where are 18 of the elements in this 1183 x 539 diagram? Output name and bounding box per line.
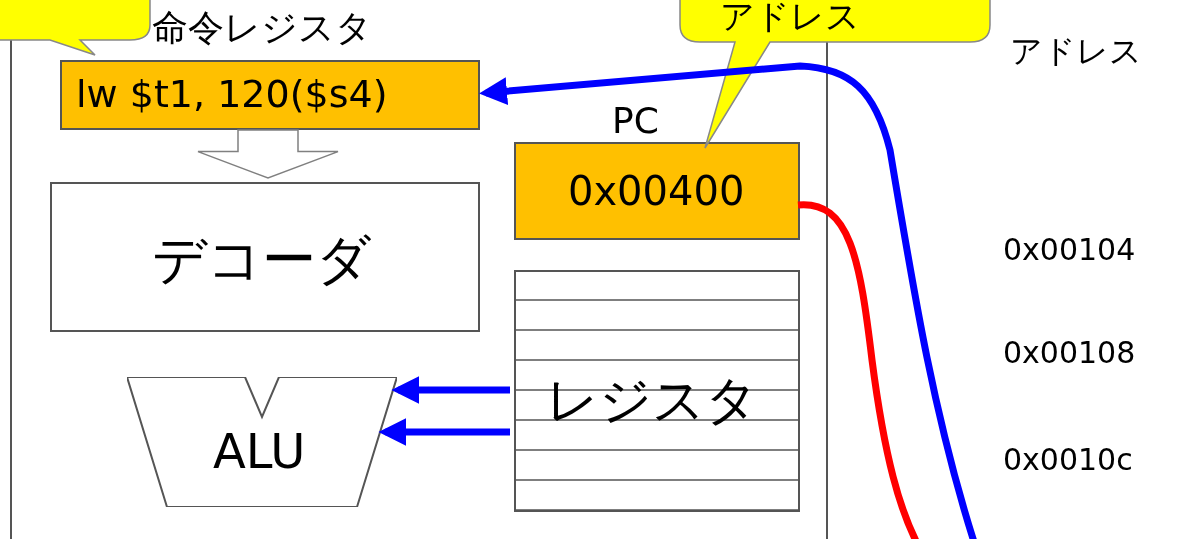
alu-shape bbox=[127, 377, 397, 507]
register-value: 0x00400 bbox=[568, 168, 745, 214]
callout-text: アドレス bbox=[720, 0, 860, 38]
memory-heading: アドレス bbox=[1010, 31, 1142, 72]
register-title: PC bbox=[612, 100, 659, 141]
register-title: 命令レジスタ bbox=[152, 6, 372, 50]
register-file bbox=[514, 270, 800, 512]
alu-label: ALU bbox=[213, 423, 306, 479]
decoder-label: デコーダ bbox=[152, 227, 371, 293]
speech-bubble bbox=[680, 0, 990, 150]
arrow bbox=[479, 62, 979, 539]
register-file-label: レジスタ bbox=[546, 369, 758, 432]
register-value: lw $t1, 120($s4) bbox=[76, 72, 388, 116]
address-label: 0x00104 bbox=[1003, 232, 1136, 267]
address-label: 0x0010c bbox=[1003, 442, 1133, 477]
arrow bbox=[197, 129, 339, 179]
address-label: 0x00108 bbox=[1003, 335, 1136, 370]
decoder-box bbox=[50, 182, 480, 332]
